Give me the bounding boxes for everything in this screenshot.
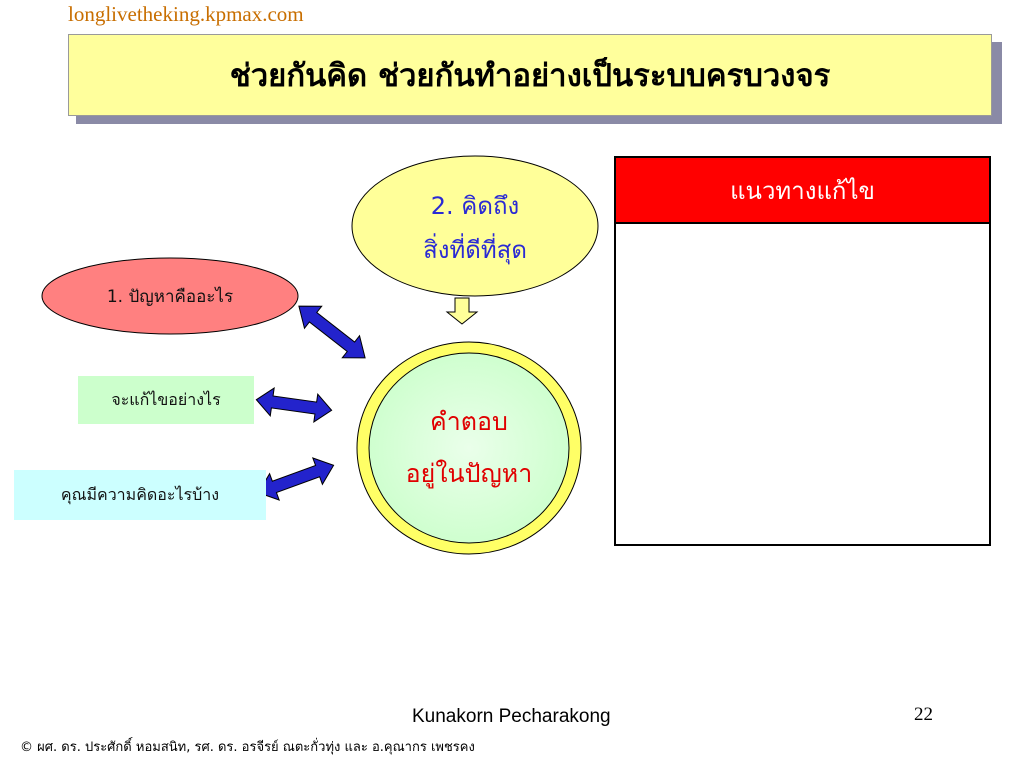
footer-credits: © ผศ. ดร. ประศักดิ์ หอมสนิท, รศ. ดร. อรจ… [20, 740, 475, 755]
answer-node-line2: อยู่ในปัญหา [405, 459, 533, 488]
solution-table-body [616, 224, 989, 544]
ideas-box: คุณมีความคิดอะไรบ้าง [14, 470, 266, 520]
problem-node-label: 1. ปัญหาคืออะไร [106, 286, 234, 307]
solution-table-header-label: แนวทางแก้ไข [730, 176, 875, 205]
solution-table: แนวทางแก้ไข [614, 156, 991, 546]
best-node-line2: สิ่งที่ดีที่สุด [423, 236, 527, 264]
page-number: 22 [914, 704, 933, 725]
site-link[interactable]: longlivetheking.kpmax.com [68, 2, 304, 26]
ideas-box-label: คุณมีความคิดอะไรบ้าง [60, 484, 220, 504]
double-arrow-how-icon [255, 387, 333, 423]
title-banner: ช่วยกันคิด ช่วยกันทำอย่างเป็นระบบครบวงจร [68, 34, 992, 116]
footer-author: Kunakorn Pecharakong [412, 706, 611, 727]
double-arrow-ideas-icon [257, 457, 335, 501]
best-node-shape [351, 155, 599, 297]
solution-table-header: แนวทางแก้ไข [616, 158, 989, 224]
slide-title: ช่วยกันคิด ช่วยกันทำอย่างเป็นระบบครบวงจร [229, 58, 831, 94]
best-node: 2. คิดถึง สิ่งที่ดีที่สุด [352, 158, 598, 298]
answer-node-shape [368, 352, 570, 544]
double-arrow-problem-icon [298, 305, 366, 359]
answer-node: คำตอบ อยู่ในปัญหา [366, 356, 572, 540]
how-box: จะแก้ไขอย่างไร [78, 376, 254, 424]
problem-node: 1. ปัญหาคืออะไร [42, 258, 298, 334]
down-arrow-icon [445, 297, 479, 325]
best-node-line1: 2. คิดถึง [430, 192, 520, 220]
how-box-label: จะแก้ไขอย่างไร [111, 389, 221, 409]
answer-node-line1: คำตอบ [430, 407, 508, 436]
problem-node-shape [41, 257, 299, 335]
